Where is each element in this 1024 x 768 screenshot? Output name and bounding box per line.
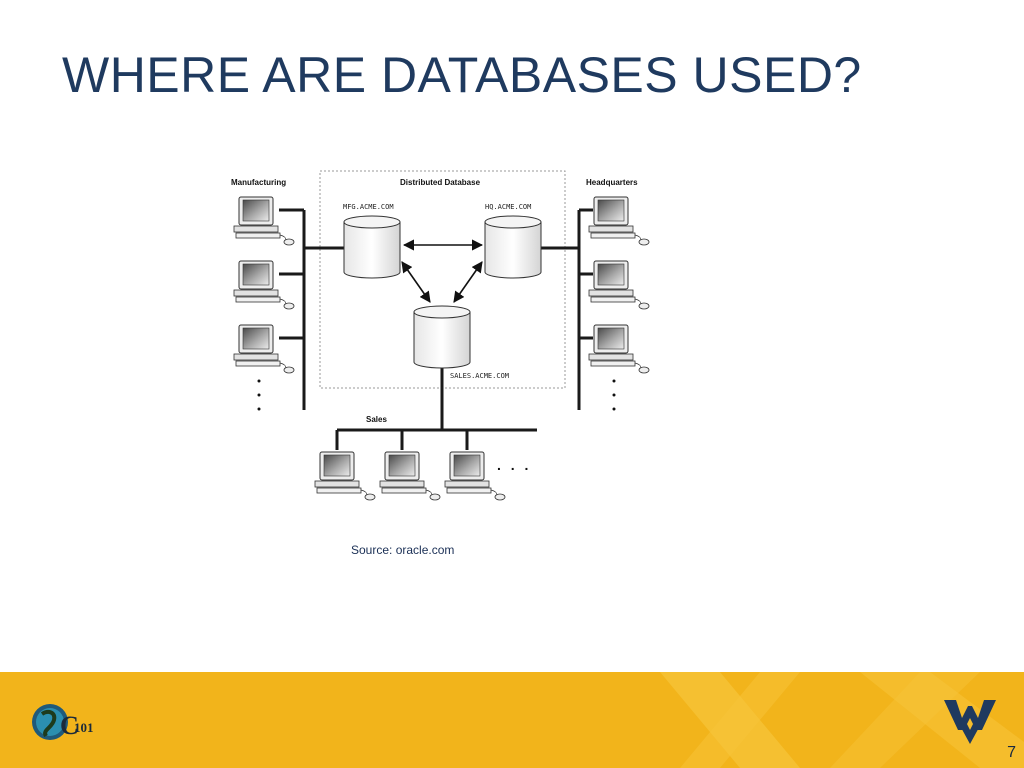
replication-arrows	[401, 239, 484, 303]
sales-workstation-icon	[379, 451, 441, 501]
source-caption: Source: oracle.com	[351, 543, 455, 557]
sales-database-label: SALES.ACME.COM	[450, 372, 509, 380]
headquarters-workstation-icon	[588, 196, 650, 246]
mfg-database-icon	[343, 215, 401, 279]
sales-database-icon	[413, 305, 471, 369]
headquarters-more-indicator	[612, 379, 616, 411]
svg-text:101: 101	[74, 720, 94, 735]
manufacturing-workstation-icon	[233, 260, 295, 310]
hq-database-label: HQ.ACME.COM	[485, 203, 531, 211]
distributed-database-label: Distributed Database	[400, 178, 481, 187]
sales-more-indicator: . . .	[497, 457, 531, 473]
slide-title: WHERE ARE DATABASES USED?	[62, 47, 862, 103]
sales-workstation-icon	[314, 451, 376, 501]
manufacturing-more-indicator	[257, 379, 261, 411]
network-links	[279, 208, 593, 450]
headquarters-workstation-icon	[588, 260, 650, 310]
mfg-database-label: MFG.ACME.COM	[343, 203, 394, 211]
distributed-database-diagram: Manufacturing Distributed Database Headq…	[231, 170, 650, 501]
sales-workstation-icon	[444, 451, 506, 501]
manufacturing-workstation-icon	[233, 196, 295, 246]
headquarters-workstation-icon	[588, 324, 650, 374]
footer-decoration	[660, 672, 1024, 768]
manufacturing-label: Manufacturing	[231, 178, 286, 187]
cs101-logo-icon: C 101	[32, 704, 94, 740]
sales-label: Sales	[366, 415, 387, 424]
svg-text:C: C	[60, 711, 79, 740]
hq-database-icon	[484, 215, 542, 279]
headquarters-label: Headquarters	[586, 178, 638, 187]
wv-logo-icon	[944, 700, 996, 744]
manufacturing-workstation-icon	[233, 324, 295, 374]
footer-band: C 101 7	[0, 672, 1024, 768]
page-number: 7	[1007, 744, 1016, 761]
